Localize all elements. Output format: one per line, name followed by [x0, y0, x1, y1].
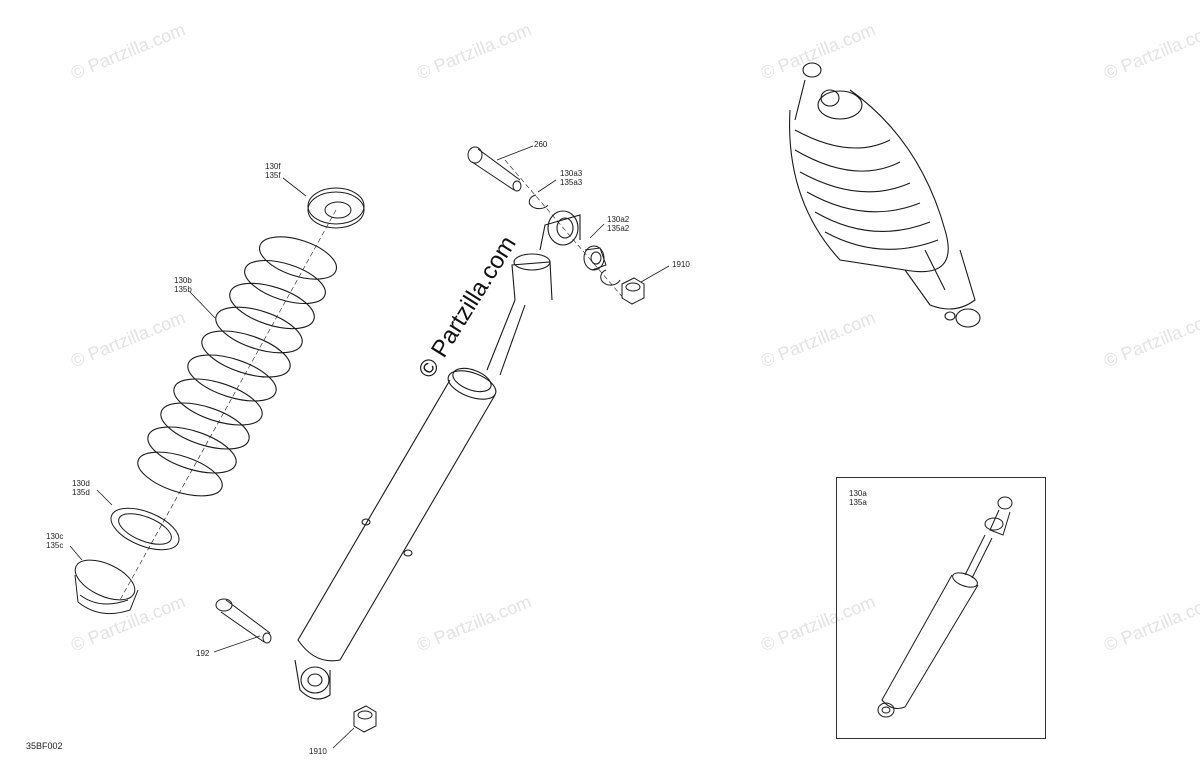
inset-frame: [836, 477, 1046, 739]
callout-1910-bottom: 1910: [309, 747, 327, 756]
lower-bolt: [215, 598, 272, 644]
coil-spring: [137, 236, 337, 497]
leader-lines: [69, 145, 670, 749]
axis-lines: [119, 159, 626, 601]
assembled-shock: [789, 62, 981, 328]
callout-1910-top: 1910: [672, 260, 690, 269]
bushing: [583, 245, 607, 271]
callout-192: 192: [196, 649, 210, 658]
callout-260: 260: [534, 140, 548, 149]
shock-absorber: [294, 210, 581, 700]
inset-shock: [877, 496, 1013, 718]
upper-bolt: [467, 146, 522, 192]
upper-nut: [621, 277, 645, 305]
upper-spring-seat: [307, 187, 365, 229]
upper-circlip: [528, 194, 549, 210]
diagram-code: 35BF002: [26, 741, 63, 751]
lower-circlip: [600, 269, 621, 286]
adjuster-ring: [74, 559, 139, 615]
lower-spring-seat: [110, 507, 180, 551]
lower-nut: [353, 705, 377, 733]
